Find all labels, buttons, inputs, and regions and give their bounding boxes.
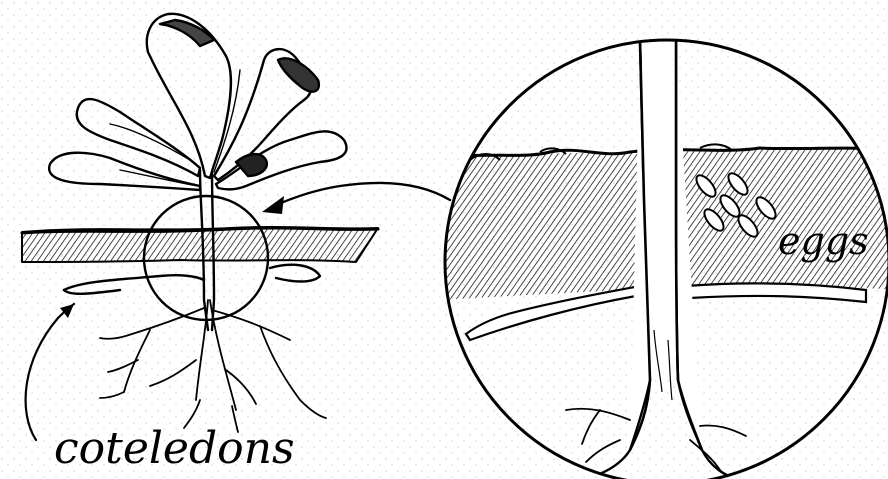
magnified-view: eggs [440,40,888,479]
coteledons-label: coteledons [54,423,295,474]
eggs-label: eggs [778,219,869,263]
